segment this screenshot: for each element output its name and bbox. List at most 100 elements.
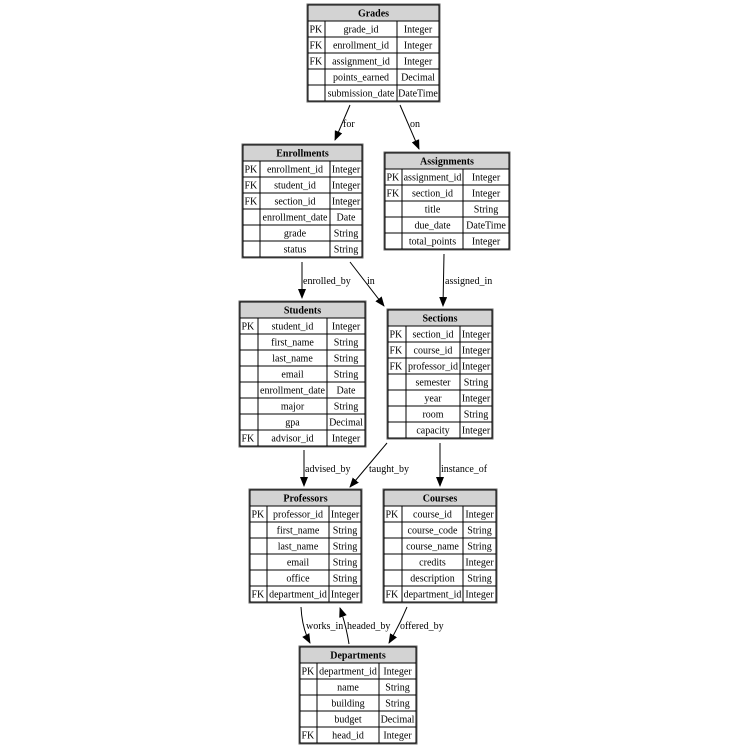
column-type: String	[385, 699, 409, 710]
column-type: Integer	[383, 731, 412, 742]
column-type: String	[334, 245, 358, 256]
column-type: Integer	[404, 41, 433, 52]
relationship-in: in	[349, 261, 385, 307]
column-type: String	[385, 683, 409, 694]
table-row: PK student_id Integer	[239, 317, 366, 335]
column-name: enrollment_date	[260, 386, 326, 397]
column-name: credits	[419, 558, 446, 569]
column-name: first_name	[271, 338, 314, 349]
column-name: course_id	[414, 346, 453, 357]
column-name: first_name	[277, 526, 320, 537]
edge-label: headed_by	[347, 621, 390, 632]
column-type: String	[334, 229, 358, 240]
column-name: grade_id	[344, 25, 379, 36]
edge-label: offered_by	[400, 621, 444, 632]
column-name: assignment_id	[404, 173, 462, 184]
table-row: enrollment_date Date	[239, 381, 366, 399]
column-type: String	[333, 542, 357, 553]
relationship-offered-by: offered_by	[388, 606, 444, 644]
column-name: assignment_id	[332, 57, 390, 68]
column-type: DateTime	[466, 221, 506, 232]
column-name: capacity	[416, 426, 449, 437]
column-name: course_id	[413, 510, 452, 521]
table-row: first_name String	[239, 333, 366, 351]
edge-label: for	[343, 119, 355, 130]
relationship-instance-of: instance_of	[436, 443, 488, 487]
edge-label: assigned_in	[445, 276, 492, 287]
column-type: Integer	[332, 434, 361, 445]
key-cell: PK	[386, 510, 400, 521]
key-cell: FK	[252, 590, 266, 601]
column-type: Date	[337, 213, 356, 224]
column-name: department_id	[404, 590, 462, 601]
column-name: status	[284, 245, 307, 256]
column-type: Integer	[332, 322, 361, 333]
column-name: due_date	[414, 221, 451, 232]
column-name: student_id	[272, 322, 314, 333]
column-type: Date	[337, 386, 356, 397]
table-row: course_code String	[383, 521, 497, 539]
column-name: email	[287, 558, 309, 569]
key-cell: PK	[242, 322, 256, 333]
column-type: Decimal	[381, 715, 415, 726]
column-name: description	[410, 574, 454, 585]
key-cell: FK	[302, 731, 316, 742]
edge-arrow	[349, 261, 385, 307]
key-cell: FK	[387, 189, 401, 200]
column-type: String	[334, 338, 358, 349]
column-type: String	[467, 526, 491, 537]
column-type: Integer	[404, 57, 433, 68]
table-row: status String	[242, 240, 363, 258]
key-cell: FK	[245, 181, 259, 192]
key-cell: FK	[245, 197, 259, 208]
relationship-taught-by: taught_by	[349, 442, 409, 488]
column-type: String	[334, 354, 358, 365]
column-name: office	[286, 574, 310, 585]
column-name: department_id	[319, 667, 377, 678]
edge-arrow	[399, 104, 420, 150]
column-type: Decimal	[401, 73, 435, 84]
column-name: submission_date	[328, 89, 395, 100]
edge-arrow	[339, 607, 350, 645]
column-type: Integer	[472, 237, 501, 248]
column-type: Decimal	[329, 418, 363, 429]
column-name: course_code	[408, 526, 459, 537]
column-name: email	[281, 370, 303, 381]
column-name: section_id	[412, 330, 453, 341]
edge-arrow	[334, 104, 351, 141]
relationship-assigned-in: assigned_in	[439, 253, 492, 307]
key-cell: FK	[310, 41, 324, 52]
table-row: total_points Integer	[384, 232, 510, 250]
key-cell: FK	[386, 590, 400, 601]
column-name: total_points	[409, 237, 456, 248]
